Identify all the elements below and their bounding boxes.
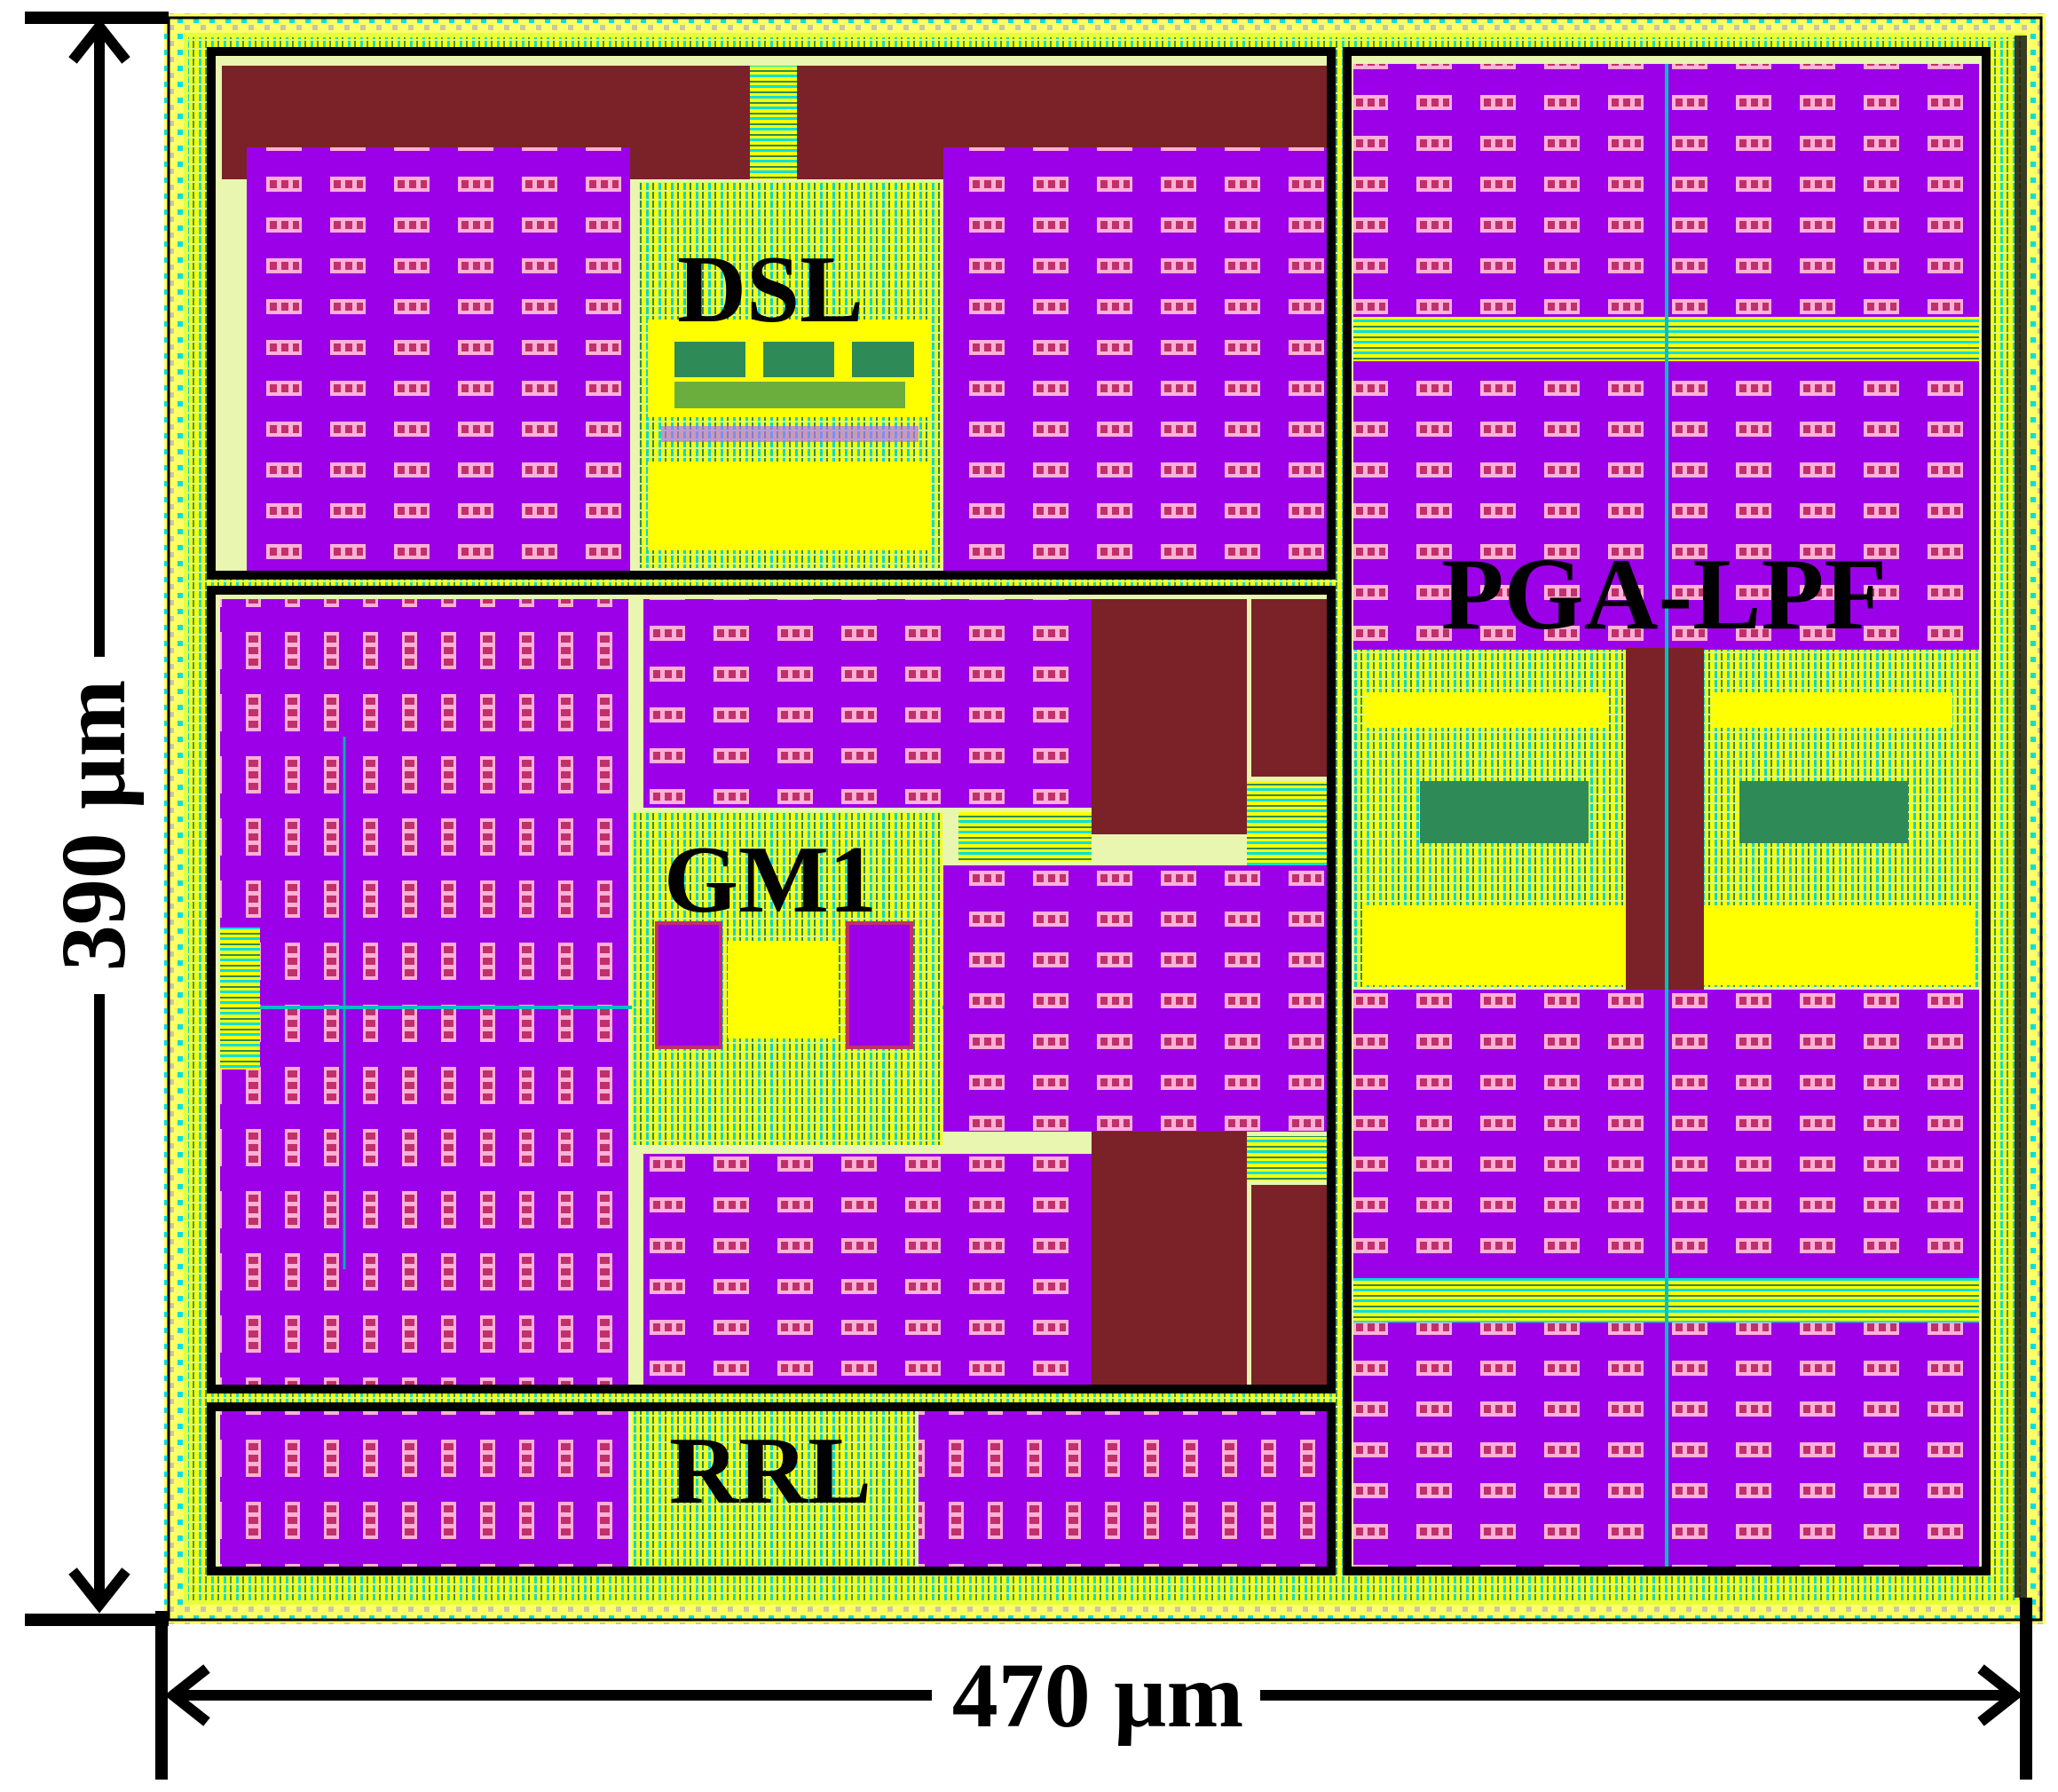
label-pga-lpf: PGA-LPF xyxy=(1441,538,1888,651)
height-dimension xyxy=(25,12,169,1626)
dsl-block xyxy=(207,47,1336,580)
dsl-core-circuit xyxy=(639,182,941,568)
width-label: 470 µm xyxy=(952,1645,1244,1747)
width-dimension xyxy=(155,1598,2032,1780)
dsl-right-capacitor-array xyxy=(943,147,1327,572)
height-label: 390 µm xyxy=(43,680,145,972)
height-arrow-bottom-head xyxy=(68,1567,130,1614)
gm1-right-capacitor-array xyxy=(943,865,1327,1132)
gm1-outline xyxy=(207,586,1336,1393)
rrl-outline xyxy=(207,1402,1336,1575)
dsl-left-capacitor-array xyxy=(247,147,630,572)
rrl-block xyxy=(207,1402,1336,1575)
label-rrl: RRL xyxy=(669,1418,871,1524)
rrl-left-capacitor-array xyxy=(220,1411,628,1567)
dsl-outline xyxy=(207,47,1336,580)
label-dsl: DSL xyxy=(677,237,863,343)
gm1-left-capacitor-array xyxy=(220,599,628,1385)
pga-lpf-outline xyxy=(1343,47,1991,1575)
height-arrow-top-head xyxy=(68,18,130,64)
label-gm1: GM1 xyxy=(664,827,877,933)
gm1-bottom-capacitor-array xyxy=(643,1154,1092,1385)
gm1-resistor-bars xyxy=(1092,599,1327,1385)
gm1-core-circuit xyxy=(632,781,1327,1180)
rrl-right-capacitor-array xyxy=(919,1411,1327,1567)
gm1-top-capacitor-array xyxy=(643,599,1092,808)
width-arrow-right-head xyxy=(1977,1664,2023,1726)
pga-lpf-block xyxy=(1343,47,1991,1575)
gm1-block xyxy=(207,586,1336,1393)
rrl-core-circuit xyxy=(632,1411,916,1567)
width-arrow-left-head xyxy=(164,1664,210,1726)
